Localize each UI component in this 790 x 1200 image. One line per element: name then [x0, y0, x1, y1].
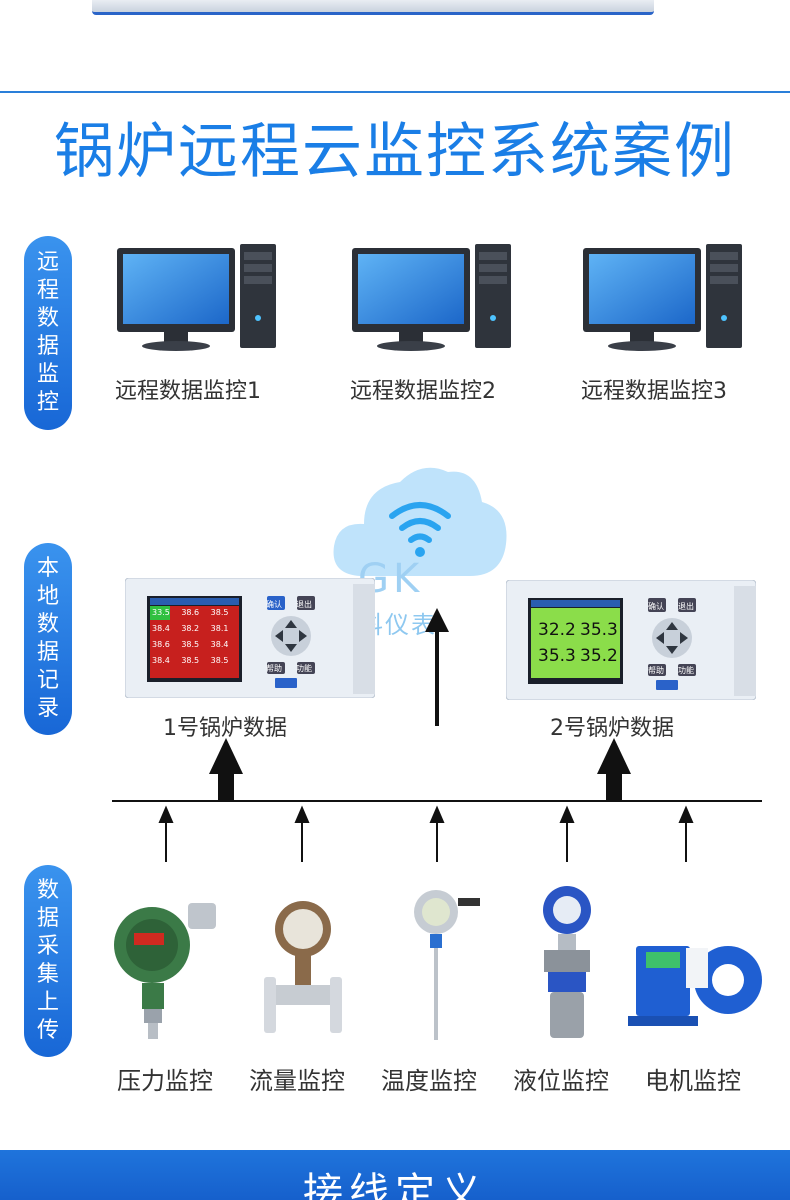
- recorder-arrowhead: [209, 738, 243, 774]
- function-button-label: 功能: [296, 664, 312, 673]
- current-sensor-icon: [628, 946, 762, 1026]
- exit-button-label: 退出: [678, 602, 694, 611]
- computer-label: 远程数据监控1: [115, 379, 261, 404]
- screen-value: 32.2: [538, 620, 576, 640]
- help-button-label: 帮助: [648, 666, 664, 675]
- screen-value: 35.2: [580, 646, 618, 666]
- screen-value: 38.4: [152, 624, 170, 633]
- uplink-arrowhead: [425, 608, 449, 632]
- screen-value: 38.4: [152, 656, 170, 665]
- level-meter-icon: [543, 886, 591, 1038]
- recorder-arrowhead: [597, 738, 631, 774]
- screen-value: 38.5: [181, 640, 200, 649]
- confirm-button-label: 确认: [648, 602, 664, 611]
- recorder-arrow: [218, 772, 234, 802]
- sensor-label: 温度监控: [381, 1067, 477, 1095]
- pressure-transmitter-icon: [114, 903, 216, 1039]
- screen-value: 38.6: [181, 608, 200, 617]
- function-button-label: 功能: [678, 666, 694, 675]
- screen-value: 38.2: [181, 624, 200, 633]
- screen-value: 38.4: [210, 640, 229, 649]
- screen-value: 38.5: [210, 608, 229, 617]
- sensor-label: 压力监控: [117, 1067, 213, 1095]
- computer-icon: [117, 244, 276, 351]
- screen-value: 38.5: [181, 656, 200, 665]
- confirm-button-label: 确认: [266, 600, 282, 609]
- computer-icon: [583, 244, 742, 351]
- exit-button-label: 退出: [296, 600, 312, 609]
- flow-meter-icon: [264, 901, 342, 1033]
- section-header-band: 接线定义: [0, 1150, 790, 1200]
- cloud-icon: [333, 467, 507, 576]
- divider: [0, 91, 790, 93]
- recorder-label: 1号锅炉数据: [163, 716, 287, 741]
- screen-value: 38.5: [210, 656, 229, 665]
- side-label-remote: 远程数据监控: [24, 236, 72, 430]
- help-button-label: 帮助: [266, 664, 282, 673]
- screen-value: 33.5: [152, 608, 170, 617]
- screen-value: 38.6: [152, 640, 170, 649]
- sensor-label: 电机监控: [645, 1067, 741, 1095]
- side-label-collect: 数据采集上传: [24, 865, 72, 1057]
- temperature-sensor-icon: [414, 890, 480, 1040]
- recorder-screen: 33.5 38.6 38.5 38.4 38.2 38.1 38.6 38.5 …: [152, 608, 240, 672]
- sensor-label: 流量监控: [249, 1067, 345, 1095]
- data-recorder: [506, 580, 756, 700]
- device-strip: [92, 0, 654, 15]
- section-title: 接线定义: [303, 1170, 487, 1200]
- computer-label: 远程数据监控2: [350, 379, 496, 404]
- screen-value: 35.3: [538, 646, 576, 666]
- page-title: 锅炉远程云监控系统案例: [54, 117, 736, 187]
- screen-value: 38.1: [210, 624, 229, 633]
- screen-value: 35.3: [580, 620, 618, 640]
- side-label-local: 本地数据记录: [24, 543, 72, 735]
- recorder-arrow: [606, 772, 622, 802]
- data-bus-line: [112, 800, 762, 802]
- computer-icon: [352, 244, 511, 351]
- data-recorder: [125, 578, 375, 698]
- connection-diagram: [158, 608, 694, 862]
- computer-label: 远程数据监控3: [581, 379, 727, 404]
- recorder-label: 2号锅炉数据: [550, 716, 674, 741]
- sensor-label: 液位监控: [513, 1067, 609, 1095]
